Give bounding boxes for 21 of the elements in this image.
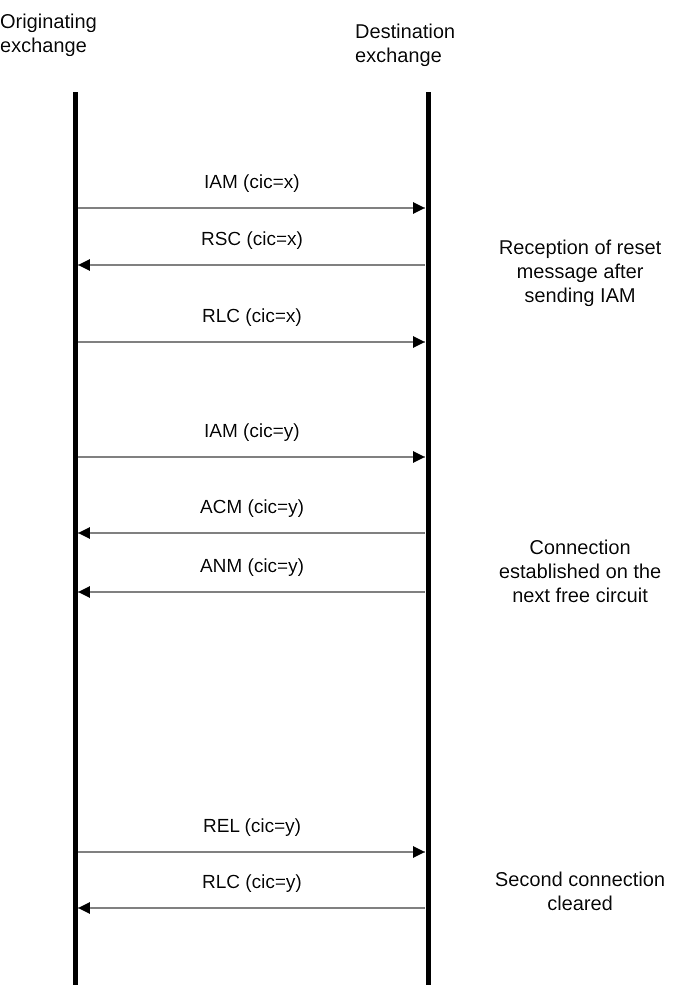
note: Connection established on the next free circuit <box>498 536 662 608</box>
edge-label: RLC (cic=x) <box>202 306 302 328</box>
arrow <box>78 451 426 463</box>
edge-label: IAM (cic=x) <box>204 172 300 194</box>
note: Reception of reset message after sending IAM <box>498 236 662 308</box>
arrow <box>78 902 426 914</box>
edge-label: REL (cic=y) <box>203 816 302 838</box>
edge-label: RSC (cic=x) <box>201 229 303 251</box>
arrow <box>78 846 426 858</box>
edge-label: ACM (cic=y) <box>200 497 304 519</box>
arrow <box>78 527 426 539</box>
edge-label: ANM (cic=y) <box>200 556 304 578</box>
note: Second connection cleared <box>494 868 666 916</box>
participant-label: Destination exchange <box>355 20 456 68</box>
edge-label: RLC (cic=y) <box>202 872 302 894</box>
participant-label: Originating exchange <box>0 10 98 58</box>
edge-label: IAM (cic=y) <box>204 421 300 443</box>
arrow <box>78 586 426 598</box>
arrow <box>78 202 426 214</box>
arrow <box>78 336 426 348</box>
arrow <box>78 259 426 271</box>
